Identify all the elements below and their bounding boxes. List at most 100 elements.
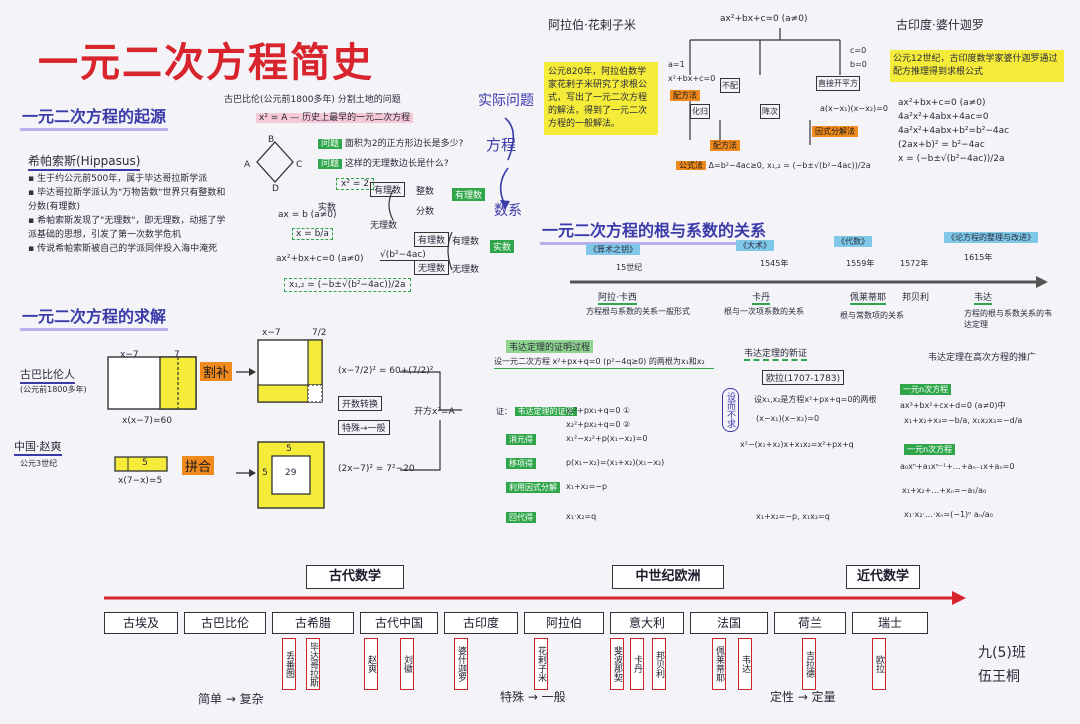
arabic-method-1: 配方法 [670, 90, 700, 101]
book-1: 《算术之钥》 [586, 244, 640, 255]
india-name: 古印度·婆什迦罗 [896, 18, 984, 32]
progress-quality-quantity: 定性 → 定量 [770, 690, 836, 704]
era-ancient: 古代数学 [306, 565, 404, 589]
square-label-a: A [244, 160, 251, 170]
arabic-name: 阿拉伯·花剌子米 [548, 18, 636, 32]
discriminant: √(b²−4ac) [380, 250, 426, 261]
name-bhaskara: 婆什迦罗 [454, 638, 468, 690]
book-4-year: 1572年 [900, 259, 929, 268]
person-5: 韦达 [974, 290, 993, 305]
label-x7: x−7 [120, 350, 139, 360]
special-general-tag: 特殊→一般 [338, 420, 390, 435]
china-date: 公元3世纪 [20, 459, 58, 468]
region-babylon: 古巴比伦 [184, 612, 266, 634]
arabic-method-3: 公式法 [676, 161, 706, 170]
irrational-text: 无理数 [370, 221, 398, 231]
generalize-2-eq: a₀xⁿ+a₁xⁿ⁻¹+…+aₙ₋₁x+aₙ=0 [900, 462, 1015, 471]
arrow-actual-problem: 实际问题 [478, 93, 534, 109]
generalize-2-sol: x₁+x₂+…+xₙ=−a₁/a₀ [902, 486, 987, 495]
q2-label: 问题 [318, 159, 343, 169]
name-pythagoras: 毕达哥拉斯 [306, 638, 320, 690]
name-khwarizmi: 花剌子米 [534, 638, 548, 690]
person-2-desc: 根与一次项系数的关系 [724, 307, 804, 316]
proof-title: 韦达定理的证明过程 [506, 340, 594, 353]
eq-x2-a: x² = A — 历史上最早的一元二次方程 [256, 113, 414, 123]
india-intro: 公元12世纪，古印度数学家婆什迦罗通过配方推理得到求根公式 [890, 50, 1064, 82]
inner-29: 29 [285, 468, 297, 478]
rational-highlight: 有理数 [452, 188, 486, 201]
real-highlight: 实数 [490, 240, 515, 253]
india-steps: ax²+bx+c=0 (a≠0) 4a²x²+4abx+4ac=0 4a²x²+… [898, 96, 1009, 166]
name-diophantus: 丢番图 [282, 638, 296, 690]
person-3: 佩莱蒂耶 [850, 290, 887, 305]
arabic-small-3: 化归 [690, 104, 710, 119]
book-3-year: 1559年 [846, 259, 875, 268]
arabic-c-zero: c=0 [850, 46, 867, 55]
arabic-b-zero: b=0 [850, 60, 867, 69]
rational-box: 有理数 [370, 182, 406, 197]
square-label-d: D [272, 184, 279, 194]
new-proof-title: 韦达定理的新证 [744, 346, 808, 361]
earliest-equation: x² = A — 历史上最早的一元二次方程 [256, 110, 414, 123]
person-4: 邦贝利 [902, 293, 930, 303]
name-fibonacci: 斐波那契 [610, 638, 624, 690]
india-step-1: ax²+bx+c=0 (a≠0) [898, 98, 986, 108]
combine-tag: 拼合 [182, 456, 215, 475]
name-euler: 欧拉 [872, 638, 886, 690]
name-peletier: 佩莱蒂耶 [712, 638, 726, 690]
square-label-c: C [296, 160, 303, 170]
eq-combine: (2x−7)² = 7²−20 [338, 464, 415, 474]
special-tag: 开数转换 [338, 396, 383, 411]
person-3-desc: 根与常数项的关系 [840, 311, 904, 320]
label-half: 7/2 [312, 328, 327, 338]
book-2: 《大术》 [736, 240, 774, 251]
solution-heading: 一元二次方程的求解 [20, 303, 169, 331]
right-rational-2: 有理数 [452, 237, 480, 247]
person-2: 卡丹 [752, 290, 771, 305]
region-arabia: 阿拉伯 [524, 612, 604, 634]
eq-rect: x(x−7)=60 [122, 416, 172, 426]
proof-step-2-label: 消元得 [506, 434, 536, 445]
book-2-year: 1545年 [760, 259, 789, 268]
vertical-tag: 设而不求 [722, 388, 739, 432]
arabic-formula: 公式法 Δ=b²−4ac≥0, x₁,₂ = (−b±√(b²−4ac))/2a [676, 160, 871, 171]
name-liuhui: 刘徽 [400, 638, 414, 690]
proof-step-4: x₁+x₂=−p [566, 482, 608, 491]
era-medieval: 中世纪欧洲 [612, 565, 724, 589]
bullet-1: 生于约公元前500年，属于毕达哥拉斯学派 [28, 172, 228, 186]
q1-label: 问题 [318, 139, 343, 149]
q2-text: 这样的无理数边长是什么? [344, 159, 449, 169]
arabic-branch-b: x²+bx+c=0 [668, 74, 716, 83]
china-zhaoshuang: 中国·赵爽 [14, 438, 62, 456]
name-viete: 韦达 [738, 638, 752, 690]
cut-fill-tag: 割补 [200, 362, 233, 381]
generalize-1-eq: ax³+bx²+cx+d=0 (a≠0)中 [900, 401, 1006, 410]
proof-step-0: x₁²+px₁+q=0 ① [566, 406, 631, 415]
eq-strip: x(7−x)=5 [118, 476, 163, 486]
name-cardano: 卡丹 [630, 638, 644, 690]
india-step-3: 4a²x²+4abx+b²=b²−4ac [898, 126, 1010, 136]
sol-linear: x = b/a [292, 228, 333, 240]
roots-heading: 一元二次方程的根与系数的关系 [540, 217, 769, 245]
arabic-formula-text: Δ=b²−4ac≥0, x₁,₂ = (−b±√(b²−4ac))/2a [708, 161, 871, 170]
q1-text: 面积为2的正方形边长是多少? [344, 139, 464, 149]
right-irrational-2: 无理数 [452, 265, 480, 275]
name-bombelli: 邦贝利 [652, 638, 666, 690]
region-switzerland: 瑞士 [852, 612, 928, 634]
question-2: 问题 这样的无理数边长是什么? [318, 156, 449, 169]
name-zhaoshuang: 赵爽 [364, 638, 378, 690]
hippasus-bullets: 生于约公元前500年，属于毕达哥拉斯学派 毕达哥拉斯学派认为"万物皆数"世界只有… [28, 172, 228, 256]
arrow-number-system: 数系 [494, 203, 522, 219]
proof-prove: 证： 韦达定理的证明 [496, 406, 577, 417]
region-greece: 古希腊 [272, 612, 354, 634]
origin-heading: 一元二次方程的起源 [20, 103, 169, 131]
arabic-general: ax²+bx+c=0 (a≠0) [720, 14, 808, 24]
proof-step-3-label: 移项得 [506, 458, 536, 469]
generalize-1-sol: x₁+x₂+x₃=−b/a, x₁x₂x₃=−d/a [904, 416, 1023, 425]
real-label: 实数 [318, 203, 337, 213]
book-5: 《论方程的整理与改进》 [944, 232, 1038, 243]
region-netherlands: 荷兰 [774, 612, 846, 634]
signature-name: 伍王桐 [978, 669, 1020, 685]
india-step-5: x = (−b±√(b²−4ac))/2a [898, 154, 1005, 164]
